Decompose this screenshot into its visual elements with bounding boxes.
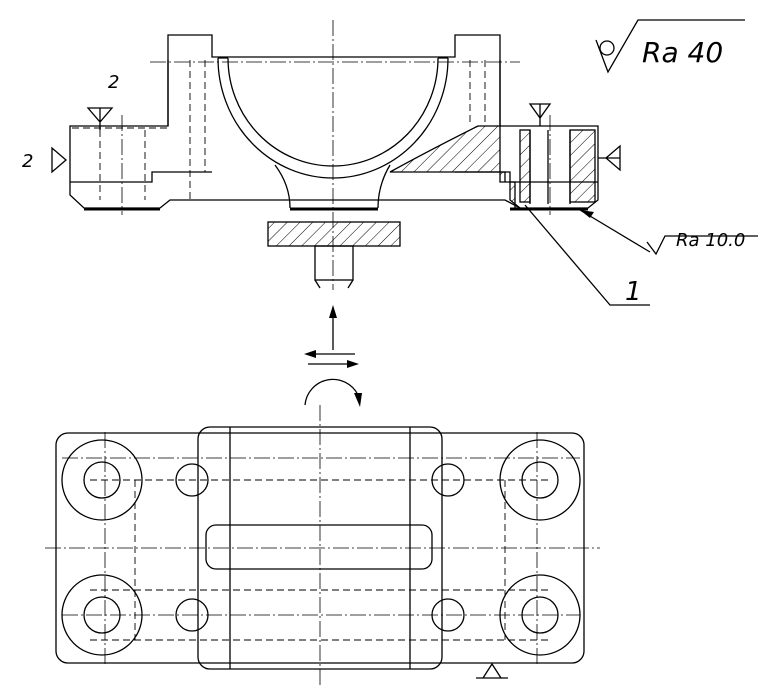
- bore-outer-arc: [217, 57, 449, 179]
- right-arrow-icon: [347, 360, 359, 368]
- datum-left-icon: [51, 146, 67, 174]
- roughness-circle-icon: [599, 40, 615, 56]
- oil-slot: [205, 524, 433, 570]
- roughness-symbol-icon: [595, 19, 745, 74]
- section-hatch-bolt: [569, 129, 596, 203]
- milling-cutter: [267, 221, 401, 247]
- datum-top-label: 2: [108, 72, 119, 93]
- front-view: [69, 20, 599, 290]
- bolt-boss-bottom-right: [499, 574, 581, 656]
- datum-left-label: 2: [22, 151, 33, 172]
- bolt-boss-top-left: [61, 439, 143, 521]
- bolt-boss-top-right: [499, 439, 581, 521]
- datum-top-icon: [86, 107, 114, 130]
- datum-triangle-icon: [476, 662, 508, 679]
- spindle: [314, 245, 354, 281]
- pin-hole-bottom-left: [175, 598, 209, 632]
- callout-part-label: 1: [625, 277, 642, 307]
- bore-inner-arc: [227, 57, 439, 167]
- pin-hole-top-left: [175, 463, 209, 497]
- top-view: [45, 405, 600, 685]
- callout-leader: [524, 204, 650, 306]
- pin-hole-top-right: [431, 463, 465, 497]
- annotations: 2 2 Ra 40 Ra 10.0 1: [22, 19, 758, 307]
- bolt-boss-bottom-left: [61, 574, 143, 656]
- roughness-seat-label: Ra 10.0: [676, 230, 745, 251]
- pin-hole-bottom-right: [431, 598, 465, 632]
- cutting-tool: [267, 221, 401, 407]
- feed-arrow-icon: [329, 305, 337, 318]
- roughness-main-label: Ra 40: [642, 36, 723, 69]
- left-arrow-icon: [304, 350, 316, 358]
- section-hatch-right: [389, 125, 522, 209]
- rotation-arrow-icon: [354, 393, 362, 407]
